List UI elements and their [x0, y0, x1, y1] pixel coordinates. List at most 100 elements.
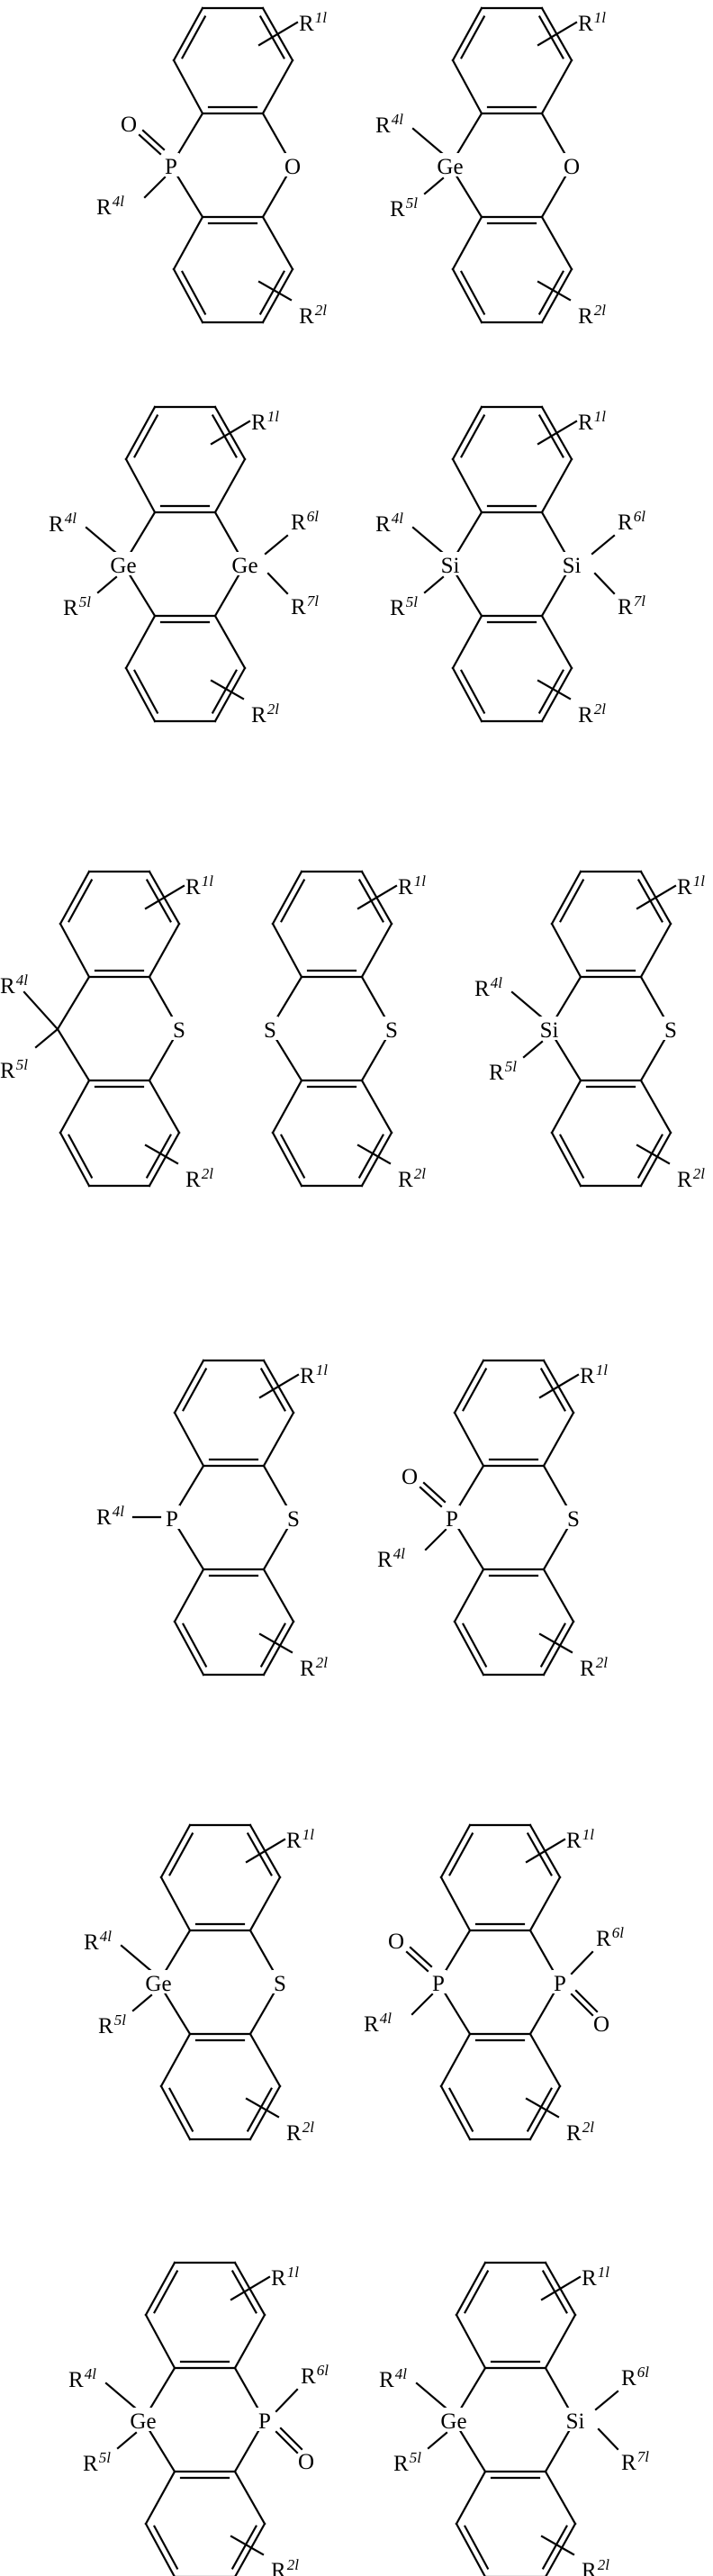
bond [262, 1620, 295, 1677]
bond [451, 614, 483, 670]
bond [411, 1993, 434, 2016]
bond [245, 2097, 280, 2119]
bond [439, 2084, 472, 2141]
bond [550, 922, 582, 979]
bond [173, 1620, 205, 1677]
bond [258, 270, 285, 315]
bond [264, 534, 289, 556]
bond [415, 2382, 448, 2410]
bond [537, 21, 578, 47]
bond [138, 133, 162, 156]
bond [526, 2087, 553, 2132]
bond [85, 526, 118, 555]
bond [143, 176, 167, 199]
r6-label: R6l [291, 508, 319, 535]
r2-label: R2l [398, 1165, 426, 1192]
bond [116, 2431, 138, 2450]
bond [141, 129, 166, 151]
bond [280, 879, 306, 923]
r2-label: R2l [271, 2556, 299, 2576]
bond [271, 922, 303, 979]
bond [59, 870, 91, 926]
bond [68, 879, 94, 923]
bond [167, 2087, 194, 2133]
bond [540, 2535, 575, 2556]
bond [461, 1622, 488, 1668]
bond [423, 176, 445, 195]
r6-label: R6l [618, 508, 645, 535]
bond [411, 127, 445, 156]
bond [257, 280, 293, 302]
bond [360, 1131, 393, 1188]
bond [144, 2313, 176, 2370]
r2-label: R2l [677, 1165, 705, 1192]
bond [455, 2470, 487, 2526]
r4-label: R4l [474, 974, 502, 1001]
bond [423, 575, 445, 594]
bond [159, 1823, 192, 1879]
bond [593, 572, 616, 595]
bond [159, 2084, 192, 2141]
bond [451, 59, 483, 115]
r5-label: R5l [83, 2449, 111, 2476]
bond [159, 1876, 192, 1932]
oxo-label: O [388, 1930, 404, 1954]
bond [262, 1411, 295, 1468]
bond [409, 1946, 433, 1968]
r1-label: R1l [299, 9, 327, 36]
bond [460, 414, 486, 458]
r1-label: R1l [578, 408, 606, 435]
r5-label: R5l [390, 593, 418, 620]
r2-label: R2l [582, 2556, 609, 2576]
bond [528, 2032, 562, 2088]
r4-label: R4l [96, 1503, 124, 1530]
bond [152, 2525, 179, 2571]
bond [636, 1134, 663, 1179]
bond [639, 1079, 672, 1134]
bond [259, 1622, 286, 1668]
bond [275, 2388, 299, 2413]
bond [570, 1993, 594, 2017]
bond [538, 1373, 580, 1399]
bond [451, 215, 483, 271]
bond [271, 1131, 303, 1188]
bond [153, 2270, 179, 2314]
bond [96, 575, 118, 594]
bond [559, 879, 585, 923]
bond [439, 1823, 472, 1879]
bond [261, 215, 294, 271]
right-heteroatom: Si [566, 2409, 585, 2434]
r2-label: R2l [580, 1654, 608, 1681]
bond [356, 884, 398, 910]
bond [159, 2032, 192, 2088]
r5-label: R5l [489, 1058, 517, 1085]
bond [258, 1632, 293, 1654]
bond [144, 2470, 176, 2526]
bond [550, 1079, 582, 1134]
r1-label: R1l [398, 872, 426, 899]
bond [144, 2261, 176, 2317]
bond [211, 669, 238, 714]
bond [537, 280, 572, 302]
bond [455, 2313, 487, 2370]
bond [180, 270, 207, 316]
r6-label: R6l [301, 2362, 329, 2389]
left-heteroatom: Ge [440, 2409, 466, 2434]
r4-label: R4l [375, 111, 403, 138]
r7-label: R7l [291, 592, 319, 619]
r1-label: R1l [578, 9, 606, 36]
bond [67, 1134, 94, 1180]
bond [181, 1622, 208, 1668]
bond [540, 59, 573, 115]
r4-label: R4l [96, 193, 124, 220]
bond [459, 669, 486, 715]
r2-label: R2l [185, 1165, 213, 1192]
bond [460, 15, 486, 59]
bond [172, 215, 204, 271]
bond [275, 2430, 299, 2454]
